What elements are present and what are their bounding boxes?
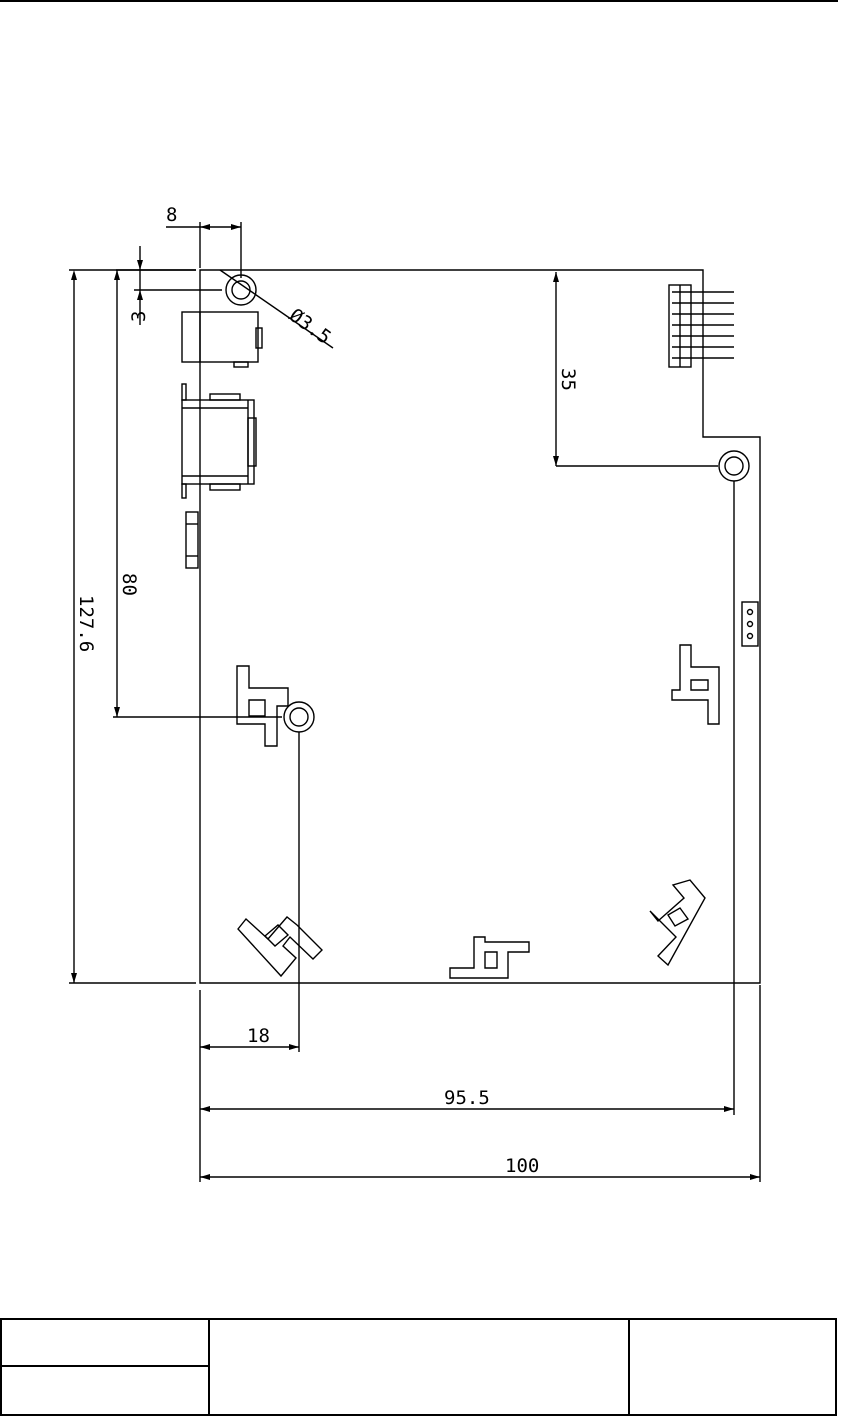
dim-connector-hole-offset-lines (556, 272, 718, 466)
title-block-cell-right (630, 1320, 837, 1416)
dim-label-right-hole-x: 95.5 (444, 1087, 490, 1109)
mounting-hole-top-left (226, 275, 256, 305)
dim-board-width-lines (200, 985, 760, 1182)
title-block-cell-middle (210, 1320, 630, 1416)
dim-label-left-hole-x: 18 (247, 1025, 270, 1047)
dim-right-hole-x-lines (200, 481, 734, 1115)
power-jack-connector (182, 312, 262, 367)
dim-label-board-height: 127.6 (75, 595, 97, 652)
dim-label-hole-offset-x: 8 (166, 204, 177, 226)
dim-label-left-hole-height: 80 (118, 573, 140, 596)
side-switch (186, 512, 198, 568)
dim-label-board-width: 100 (505, 1155, 539, 1177)
board-outline (200, 270, 760, 983)
pin-header (669, 285, 734, 367)
dim-label-hole-offset-y: 3 (128, 311, 150, 322)
locator-mark-bottom-right (650, 880, 705, 965)
dim-label-hole-diameter: Ø3.5 (285, 304, 335, 349)
locator-mark-bottom-center (450, 937, 529, 978)
dim-label-connector-hole-offset: 35 (557, 368, 579, 391)
pcb-outline-drawing: 8 3 Ø3.5 35 80 127.6 18 95.5 100 (0, 0, 841, 1300)
locator-mark-left (237, 666, 288, 746)
three-pin-connector (742, 602, 758, 646)
locator-mark-bottom-left (238, 917, 322, 976)
title-block-cell-left-bottom (2, 1367, 210, 1416)
title-block-cell-left-top (2, 1320, 210, 1367)
usb-connector (182, 384, 256, 498)
dim-left-hole-x-lines (200, 732, 299, 1182)
mounting-hole-right (719, 451, 749, 481)
title-block (0, 1318, 837, 1416)
locator-mark-right (672, 645, 719, 724)
